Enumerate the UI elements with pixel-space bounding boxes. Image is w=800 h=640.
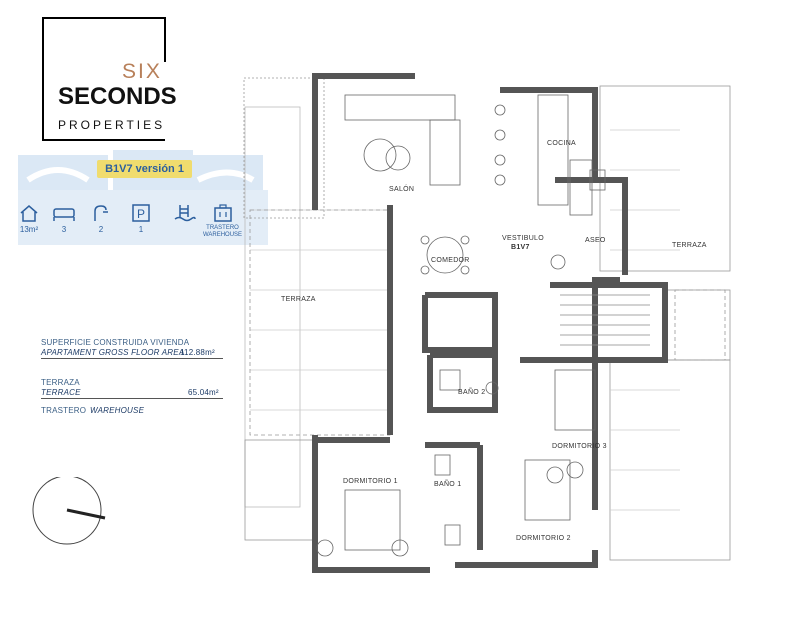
room-terraza-left: TERRAZA <box>281 296 316 303</box>
logo-frame <box>42 17 166 141</box>
feature-beds-value: 3 <box>61 225 67 234</box>
room-bano-2: BAÑO 2 <box>458 389 486 396</box>
room-dormitorio-3: DORMITORIO 3 <box>552 443 607 450</box>
feature-baths-value: 2 <box>98 225 104 234</box>
storage-label-en: WAREHOUSE <box>90 406 145 415</box>
pool-icon <box>174 205 196 222</box>
floor-plan <box>243 73 731 573</box>
svg-text:P: P <box>137 207 145 221</box>
feature-house: 13m² <box>14 203 44 234</box>
built-area-value: 112.88m² <box>180 348 215 357</box>
room-vestibulo: VESTIBULO <box>502 235 544 242</box>
room-terraza-right: TERRAZA <box>672 242 707 249</box>
bed-icon <box>53 208 75 221</box>
room-dormitorio-1: DORMITORIO 1 <box>343 478 398 485</box>
logo-properties: PROPERTIES <box>58 118 166 132</box>
terrace-divider <box>41 398 223 399</box>
room-salon: SALÓN <box>389 186 415 193</box>
storage-icon <box>213 204 232 222</box>
feature-pool <box>170 203 200 225</box>
storage-label-es: TRASTERO <box>41 406 87 415</box>
logo-seconds: SECONDS <box>58 83 177 110</box>
room-aseo: ASEO <box>585 237 606 244</box>
feature-beds: 3 <box>49 203 79 234</box>
built-area-label-en: APARTAMENT GROSS FLOOR AREA <box>41 348 185 357</box>
room-bano-1: BAÑO 1 <box>434 481 462 488</box>
room-comedor: COMEDOR <box>431 257 470 264</box>
terrace-label-en: TERRACE <box>41 388 81 397</box>
room-cocina: COCINA <box>547 140 577 147</box>
feature-parking-value: 1 <box>138 225 144 234</box>
built-area-divider <box>41 358 223 359</box>
room-unit-code: B1V7 <box>511 244 530 251</box>
logo-six: SIX <box>122 60 162 83</box>
compass <box>32 477 106 545</box>
terrace-value: 65.04m² <box>188 388 219 397</box>
unit-badge: B1V7 versión 1 <box>97 160 192 178</box>
house-icon <box>20 205 38 222</box>
shower-icon <box>94 205 108 221</box>
room-dormitorio-2: DORMITORIO 2 <box>516 535 571 542</box>
terrace-label-es: TERRAZA <box>41 378 80 387</box>
feature-storage-value: TRASTERO WAREHOUSE <box>202 225 243 238</box>
built-area-label-es: SUPERFICIE CONSTRUIDA VIVIENDA <box>41 338 190 347</box>
feature-storage: TRASTERO WAREHOUSE <box>200 203 245 239</box>
logo: SIX SECONDS PROPERTIES <box>0 0 200 150</box>
feature-house-value: 13m² <box>19 225 39 234</box>
feature-baths: 2 <box>86 203 116 234</box>
feature-parking: P 1 <box>126 203 156 234</box>
parking-icon: P <box>132 204 150 222</box>
